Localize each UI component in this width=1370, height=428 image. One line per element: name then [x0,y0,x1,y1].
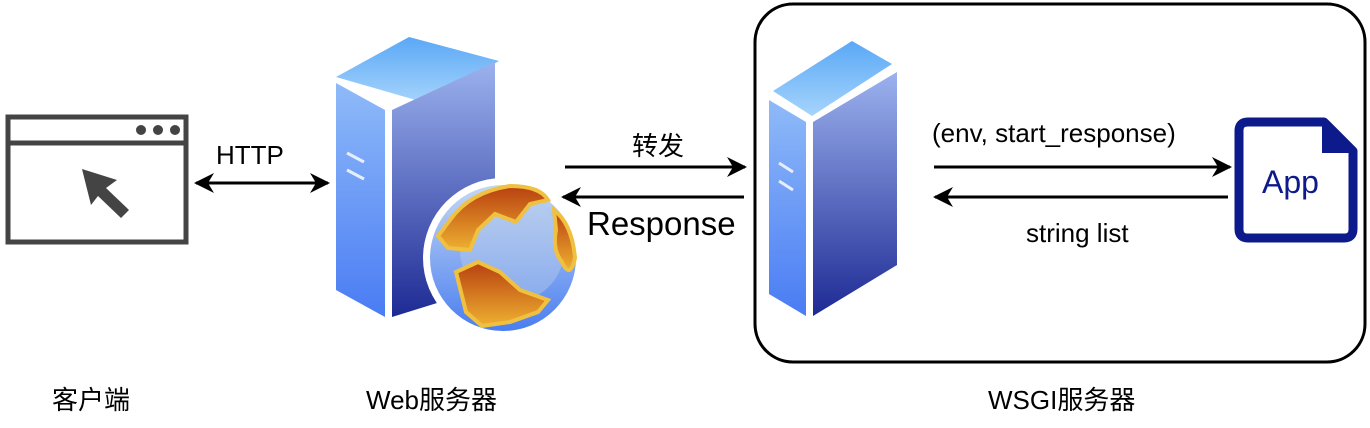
forward-label: 转发 [632,131,685,161]
http-label: HTTP [216,140,284,170]
browser-window-icon [5,114,189,245]
cursor-arrow-icon [82,169,129,218]
client-label: 客户端 [52,385,131,415]
wsgi-server-icon [769,41,897,316]
app-document-icon [1234,117,1358,243]
wsgi-server-label: WSGI服务器 [988,385,1136,415]
env-start-response-label: (env, start_response) [932,118,1176,148]
globe-icon [423,178,583,338]
wsgi-server-container [753,2,1367,364]
response-label: Response [587,205,736,242]
web-server-label: Web服务器 [366,385,497,415]
app-label: App [1262,164,1319,200]
string-list-label: string list [1026,218,1129,248]
